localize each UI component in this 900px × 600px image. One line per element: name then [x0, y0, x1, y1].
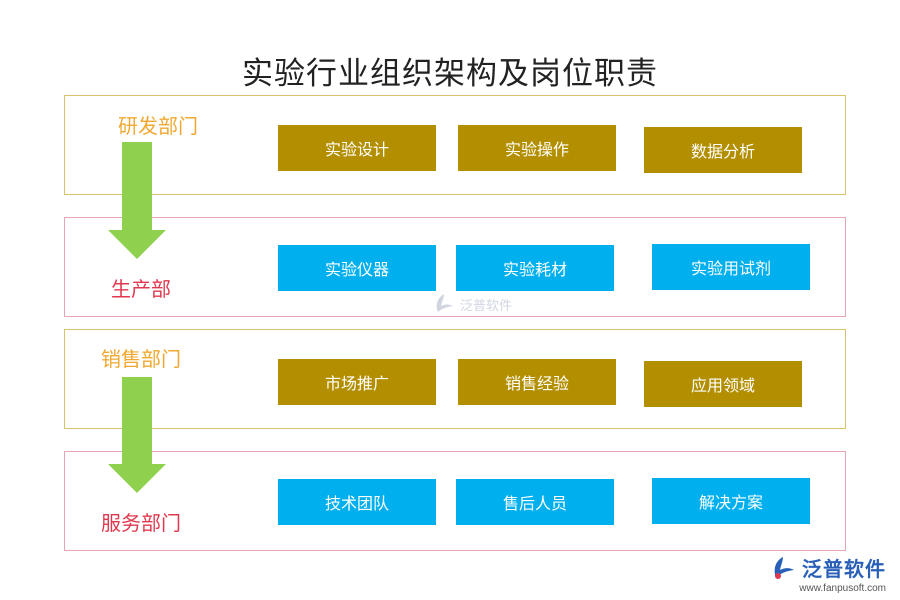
item-box: 市场推广	[278, 359, 436, 405]
brand-logo-icon	[774, 556, 794, 579]
item-box: 实验耗材	[456, 245, 614, 291]
item-box: 实验操作	[458, 125, 616, 171]
item-box: 应用领域	[644, 361, 802, 407]
watermark-text: 泛普软件	[460, 298, 513, 314]
dept-label-rnd: 研发部门	[118, 114, 198, 138]
down-arrow-icon	[108, 377, 166, 493]
watermark: 泛普软件	[432, 292, 512, 316]
dept-label-sales: 销售部门	[101, 347, 181, 371]
brand-name: 泛普软件	[802, 557, 886, 581]
down-arrow-icon	[108, 142, 166, 259]
dept-label-service: 服务部门	[101, 511, 181, 535]
item-box: 售后人员	[456, 479, 614, 525]
item-box: 销售经验	[458, 359, 616, 405]
item-box: 实验设计	[278, 125, 436, 171]
brand-logo: 泛普软件	[770, 553, 886, 582]
dept-label-production: 生产部	[111, 277, 171, 301]
item-box: 数据分析	[644, 127, 802, 173]
brand-url: www.fanpusoft.com	[799, 583, 886, 594]
item-box: 解决方案	[652, 478, 810, 524]
item-box: 技术团队	[278, 479, 436, 525]
item-box: 实验用试剂	[652, 244, 810, 290]
page-title: 实验行业组织架构及岗位职责	[242, 56, 658, 92]
brand-logo-icon	[436, 294, 453, 312]
item-box: 实验仪器	[278, 245, 436, 291]
